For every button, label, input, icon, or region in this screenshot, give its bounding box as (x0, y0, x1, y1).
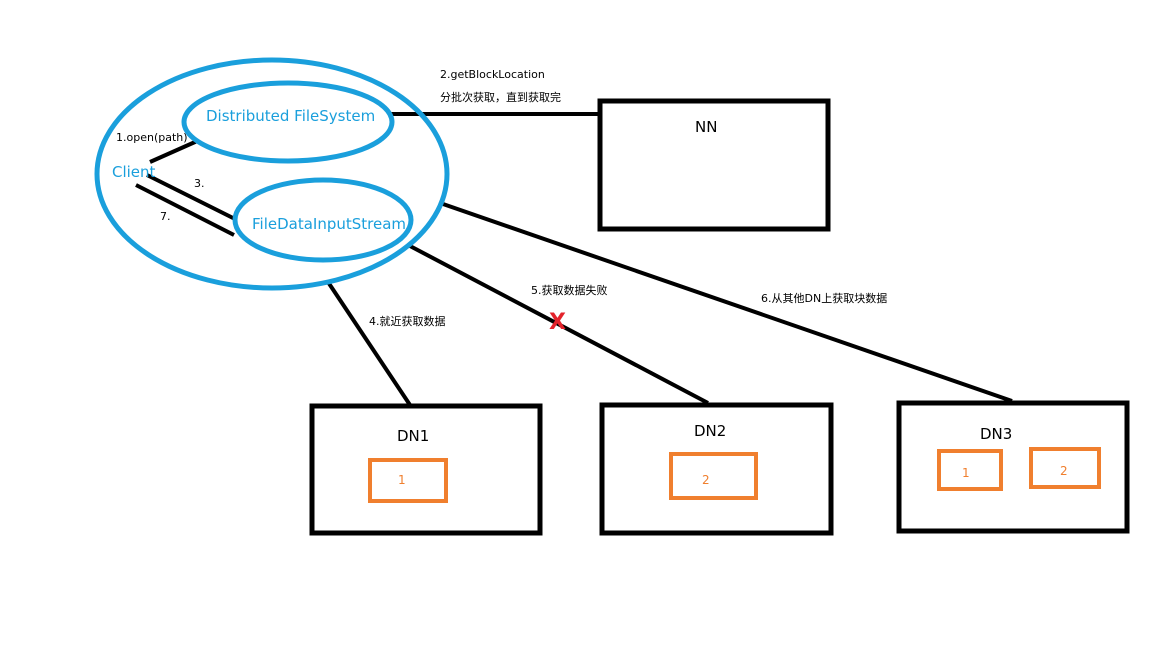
client-outer-ellipse (94, 57, 450, 291)
stream-label: FileDataInputStream (252, 215, 407, 233)
dn2-block-2 (669, 452, 758, 500)
dfs-label: Distributed FileSystem (206, 107, 376, 125)
step-3-label: 3. (194, 177, 205, 190)
nn-title: NN (695, 118, 718, 136)
dn3-title: DN3 (980, 425, 1013, 443)
get-block-location-label: 2.getBlockLocation (440, 68, 545, 81)
dn2-title: DN2 (694, 422, 727, 440)
dn3-block-2-label: 2 (1060, 464, 1068, 478)
edge-stream-to-dn1 (326, 280, 412, 407)
dn2-block-2-label: 2 (702, 473, 710, 487)
edge-client-to-stream-7 (135, 183, 235, 237)
dn3-block-1-label: 1 (962, 466, 970, 480)
edge-stream-to-dn2 (409, 244, 709, 405)
edge-client-to-dn3 (442, 202, 1013, 403)
stream-ellipse (232, 177, 414, 263)
dn2-box (599, 402, 834, 536)
fail-cross-mark: X (549, 310, 566, 335)
open-path-label: 1.open(path) (116, 131, 188, 144)
dn1-box (309, 403, 543, 536)
dn1-title: DN1 (397, 427, 430, 445)
dn1-block-1 (368, 458, 448, 503)
client-label: Client (112, 163, 156, 181)
dn1-read-label: 4.就近获取数据 (369, 315, 446, 328)
dfs-ellipse (181, 80, 395, 164)
dn3-box (896, 400, 1130, 534)
step-7-label: 7. (160, 210, 171, 223)
dn3-block-1 (937, 449, 1003, 491)
edge-client-to-stream-3 (146, 173, 238, 222)
nn-box (597, 98, 831, 232)
dn2-fail-label: 5.获取数据失败 (531, 284, 608, 297)
batch-fetch-note: 分批次获取，直到获取完 (440, 91, 561, 104)
dn1-block-1-label: 1 (398, 473, 406, 487)
dn3-read-label: 6.从其他DN上获取块数据 (761, 292, 888, 305)
dn3-block-2 (1029, 447, 1101, 489)
